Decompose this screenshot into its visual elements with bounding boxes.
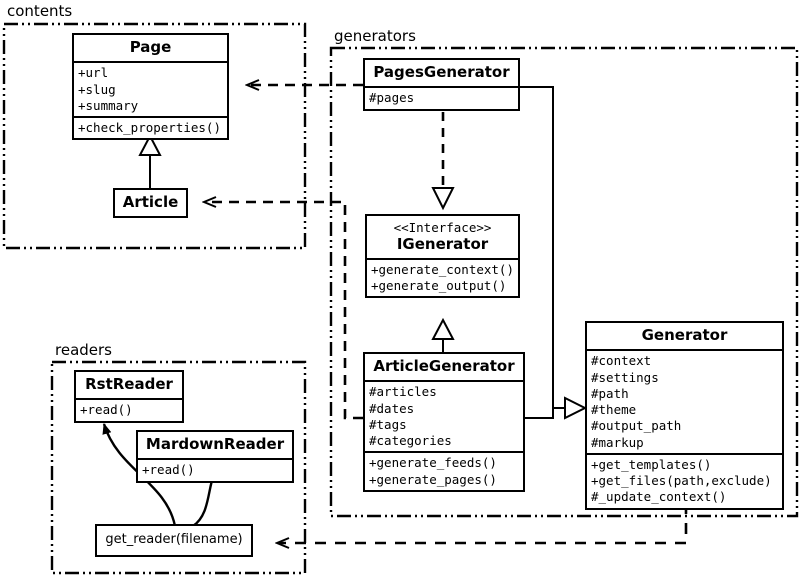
method-generate-output: +generate_output() bbox=[371, 278, 507, 294]
class-methods-rst-reader: +read() bbox=[76, 398, 182, 420]
relation-pagesgenerator-realizes-igenerator bbox=[431, 112, 455, 211]
package-label-readers: readers bbox=[52, 341, 115, 359]
class-title-pages-generator: PagesGenerator bbox=[373, 63, 510, 81]
class-title-article-generator: ArticleGenerator bbox=[373, 357, 515, 375]
relation-articlegenerator-realizes-igenerator bbox=[431, 317, 455, 352]
attribute-output-path: #output_path bbox=[591, 418, 682, 434]
class-box-igenerator[interactable]: <<Interface>> IGenerator +generate_conte… bbox=[365, 214, 520, 299]
attribute-articles: #articles bbox=[369, 384, 437, 400]
method-get-files: +get_files(path,exclude) bbox=[591, 473, 772, 488]
relation-generator-depends-get_reader bbox=[278, 503, 688, 543]
class-attributes-article-generator: #articles #dates #tags #categories bbox=[365, 380, 523, 451]
relation-articlegenerator-depends-article bbox=[205, 202, 363, 420]
class-name-igenerator: IGenerator bbox=[396, 234, 489, 253]
attribute-dates: #dates bbox=[369, 400, 415, 416]
class-title-generator: Generator bbox=[641, 326, 728, 344]
attribute-pages: #pages bbox=[369, 90, 415, 106]
method-read-mardown: +read() bbox=[142, 462, 195, 478]
class-methods-page: +check_properties() bbox=[74, 116, 227, 138]
relation-articlegenerator-inherits-generator bbox=[525, 396, 588, 420]
method-get-templates: +get_templates() bbox=[591, 456, 712, 472]
class-attributes-generator: #context #settings #path #theme #output_… bbox=[587, 349, 782, 453]
class-box-rst-reader[interactable]: RstReader +read() bbox=[74, 370, 184, 423]
attribute-url: +url bbox=[78, 65, 109, 81]
method-update-context: #_update_context() bbox=[591, 489, 727, 505]
class-title-page: Page bbox=[129, 38, 172, 56]
function-box-get-reader[interactable]: get_reader(filename) bbox=[95, 524, 253, 557]
attribute-categories: #categories bbox=[369, 433, 452, 448]
class-title-mardown-reader: MardownReader bbox=[145, 435, 285, 453]
package-frame-generators bbox=[329, 46, 799, 518]
class-title-article: Article bbox=[122, 193, 179, 211]
class-methods-mardown-reader: +read() bbox=[138, 458, 292, 480]
method-generate-feeds: +generate_feeds() bbox=[369, 455, 497, 471]
attribute-tags: #tags bbox=[369, 416, 407, 432]
relation-pagesgenerator-inherits-generator bbox=[520, 86, 565, 409]
class-attributes-page: +url +slug +summary bbox=[74, 61, 227, 116]
class-title-igenerator: <<Interface>> IGenerator bbox=[367, 216, 518, 258]
class-box-page[interactable]: Page +url +slug +summary +check_properti… bbox=[72, 33, 229, 141]
package-label-generators: generators bbox=[331, 27, 419, 45]
package-frame-contents bbox=[2, 22, 307, 250]
relation-article-inherits-page bbox=[138, 133, 162, 190]
attribute-settings: #settings bbox=[591, 369, 659, 385]
attribute-summary: +summary bbox=[78, 97, 139, 113]
class-stereotype-igenerator: <<Interface>> bbox=[393, 220, 492, 235]
class-title-rst-reader: RstReader bbox=[85, 375, 173, 393]
class-box-article[interactable]: Article bbox=[113, 188, 188, 219]
attribute-path: #path bbox=[591, 385, 629, 401]
class-methods-generator: +get_templates() +get_files(path,exclude… bbox=[587, 452, 782, 508]
class-methods-igenerator: +generate_context() +generate_output() bbox=[367, 257, 518, 297]
method-generate-pages: +generate_pages() bbox=[369, 471, 497, 487]
attribute-slug: +slug bbox=[78, 81, 116, 97]
method-read-rst: +read() bbox=[80, 402, 133, 418]
package-frame-readers bbox=[50, 360, 307, 575]
attribute-theme: #theme bbox=[591, 402, 637, 417]
method-generate-context: +generate_context() bbox=[371, 261, 514, 277]
attribute-context: #context bbox=[591, 353, 652, 369]
class-box-article-generator[interactable]: ArticleGenerator #articles #dates #tags … bbox=[363, 352, 525, 492]
attribute-markup: #markup bbox=[591, 434, 644, 450]
class-box-pages-generator[interactable]: PagesGenerator #pages bbox=[363, 58, 520, 111]
class-methods-article-generator: +generate_feeds() +generate_pages() bbox=[365, 451, 523, 490]
function-title-get-reader: get_reader(filename) bbox=[105, 532, 243, 547]
class-attributes-pages-generator: #pages bbox=[365, 86, 518, 108]
method-check-properties: +check_properties() bbox=[78, 120, 221, 135]
package-label-contents: contents bbox=[4, 2, 76, 20]
class-box-generator[interactable]: Generator #context #settings #path #them… bbox=[585, 321, 784, 510]
class-box-mardown-reader[interactable]: MardownReader +read() bbox=[136, 430, 294, 483]
